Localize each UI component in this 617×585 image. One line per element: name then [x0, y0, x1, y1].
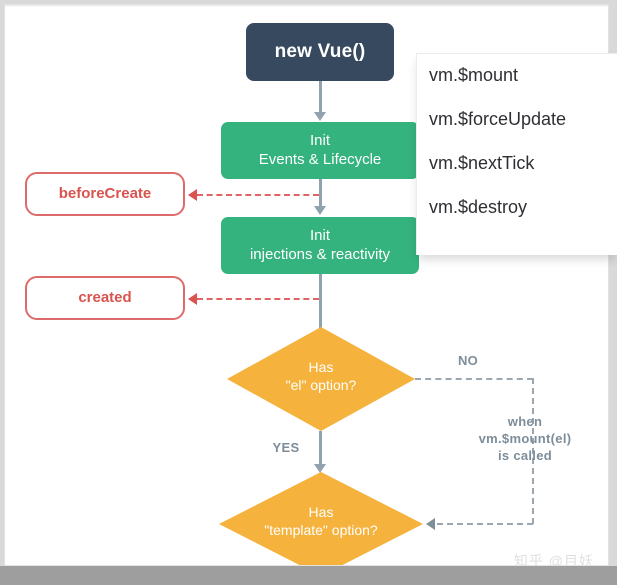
node-has-template-line1: Has: [308, 504, 334, 520]
connector-no-horizontal-bottom: [437, 523, 533, 525]
connector-yes-has-el-to-has-template: [319, 431, 322, 467]
edge-label-yes: YES: [272, 440, 300, 455]
connector-no-vertical: [532, 378, 534, 524]
api-item-next-tick[interactable]: vm.$nextTick: [429, 153, 535, 173]
node-has-el-line1: Has: [308, 359, 334, 375]
connector-no-horizontal-top: [415, 378, 533, 380]
node-new-vue-label: new Vue(): [274, 41, 366, 63]
watermark: 知乎 @目妖: [513, 553, 594, 566]
api-item-destroy[interactable]: vm.$destroy: [429, 197, 528, 217]
node-init-events-line2: Events & Lifecycle: [258, 150, 382, 168]
arrowhead-no-into-has-template: [426, 518, 435, 530]
node-has-el-line2: "el" option?: [285, 376, 357, 393]
edge-label-when-line1: when: [507, 414, 543, 429]
node-new-vue: new Vue(): [246, 23, 394, 81]
vue-lifecycle-flowchart: new Vue() Init Events & Lifecycle before…: [5, 5, 608, 565]
bottom-scroll-bar: [0, 566, 617, 585]
edge-label-no: NO: [457, 353, 479, 368]
api-item-force-update[interactable]: vm.$forceUpdate: [429, 109, 567, 129]
node-has-el-label: Has "el" option?: [227, 359, 415, 394]
edge-label-when-mount-called: when vm.$mount(el) is called: [460, 414, 590, 465]
node-init-events-label: Init Events & Lifecycle: [259, 132, 382, 169]
node-has-el-option: Has "el" option?: [227, 327, 415, 431]
node-has-template-label: Has "template" option?: [219, 504, 423, 539]
connector-created-dashed: [197, 298, 319, 300]
arrowhead-created: [188, 293, 197, 305]
arrowhead-init-injections: [314, 206, 326, 215]
arrowhead-init-events: [314, 112, 326, 121]
api-methods-panel: vm.$mount vm.$forceUpdate vm.$nextTick v…: [416, 53, 617, 255]
connector-before-create-dashed: [197, 194, 319, 196]
node-before-create-hook: beforeCreate: [25, 172, 185, 216]
sheet-top-edge: [5, 5, 608, 7]
node-init-injections-label: Init injections & reactivity: [250, 227, 390, 264]
connector-newvue-to-init-events: [319, 81, 322, 113]
node-init-injections-line1: Init: [309, 227, 330, 245]
node-created-hook: created: [25, 276, 185, 320]
node-has-template-option: Has "template" option?: [219, 472, 423, 565]
node-init-events-lifecycle: Init Events & Lifecycle: [221, 122, 419, 179]
edge-label-when-line3: is called: [497, 447, 552, 463]
edge-label-when-line2: vm.$mount(el): [478, 430, 572, 446]
connector-init-events-to-init-injections: [319, 179, 322, 207]
node-init-events-line1: Init: [309, 132, 330, 150]
node-init-injections-reactivity: Init injections & reactivity: [221, 217, 419, 274]
node-before-create-label: beforeCreate: [58, 184, 152, 202]
api-item-mount[interactable]: vm.$mount: [429, 65, 519, 85]
arrowhead-before-create: [188, 189, 197, 201]
node-created-label: created: [78, 288, 132, 306]
node-init-injections-line2: injections & reactivity: [249, 245, 391, 263]
node-has-template-line2: "template" option?: [264, 521, 378, 538]
arrowhead-has-template: [314, 464, 326, 473]
connector-init-injections-to-has-el: [319, 274, 322, 329]
